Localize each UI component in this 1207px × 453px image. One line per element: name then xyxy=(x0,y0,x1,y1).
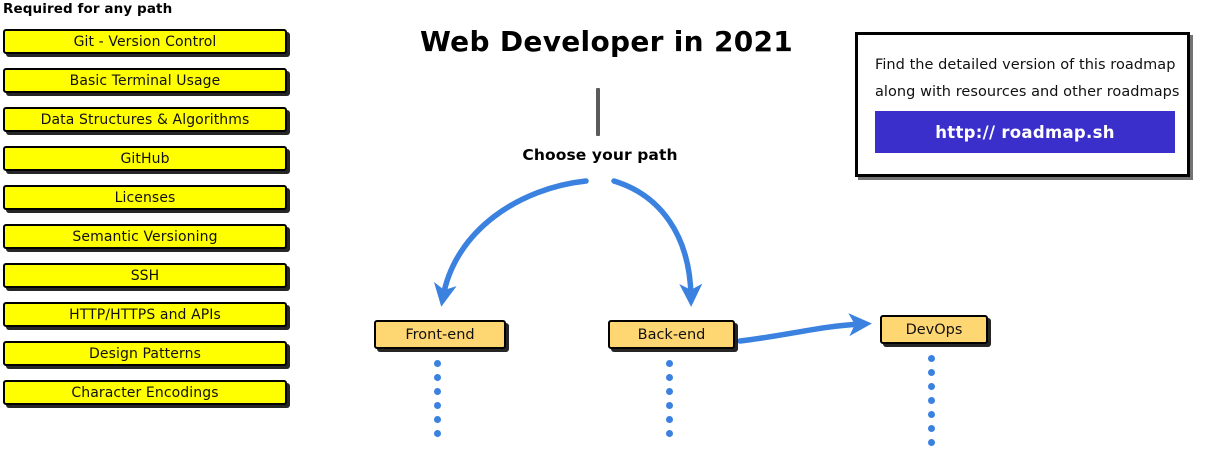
arrow-to-backend xyxy=(611,178,703,307)
promo-text-line-1: Find the detailed version of this roadma… xyxy=(875,57,1176,73)
required-item-label: Licenses xyxy=(114,189,176,206)
roadmap-sh-link-button[interactable]: http:// roadmap.sh xyxy=(875,111,1175,153)
required-item-label: GitHub xyxy=(120,150,170,167)
required-item-label: Semantic Versioning xyxy=(72,228,218,245)
required-column-heading: Required for any path xyxy=(3,1,173,17)
roadmap-promo-card: Find the detailed version of this roadma… xyxy=(855,32,1190,177)
arrow-to-frontend xyxy=(433,178,589,307)
required-item-label: Data Structures & Algorithms xyxy=(40,111,250,128)
branch-label: DevOps xyxy=(905,321,963,338)
required-item-git[interactable]: Git - Version Control xyxy=(3,29,287,54)
required-item-licenses[interactable]: Licenses xyxy=(3,185,287,210)
branch-box-back-end[interactable]: Back-end xyxy=(608,320,735,349)
required-item-http-https-apis[interactable]: HTTP/HTTPS and APIs xyxy=(3,302,287,327)
roadmap-sh-link-label: http:// roadmap.sh xyxy=(935,122,1115,142)
required-item-character-encodings[interactable]: Character Encodings xyxy=(3,380,287,405)
required-item-label: Design Patterns xyxy=(89,345,201,362)
required-item-ssh[interactable]: SSH xyxy=(3,263,287,288)
required-item-semantic-versioning[interactable]: Semantic Versioning xyxy=(3,224,287,249)
dotted-continuation-front-end xyxy=(434,360,441,444)
promo-text-line-2: along with resources and other roadmaps xyxy=(875,84,1180,100)
required-item-label: Basic Terminal Usage xyxy=(69,72,221,89)
required-item-label: SSH xyxy=(130,267,160,284)
branch-label: Front-end xyxy=(405,326,475,343)
dotted-continuation-back-end xyxy=(666,360,673,444)
branch-label: Back-end xyxy=(637,326,706,343)
arrow-backend-to-devops xyxy=(737,313,872,344)
required-item-basic-terminal-usage[interactable]: Basic Terminal Usage xyxy=(3,68,287,93)
required-skills-column: Required for any path Git - Version Cont… xyxy=(0,0,300,436)
required-item-data-structures-algorithms[interactable]: Data Structures & Algorithms xyxy=(3,107,287,132)
page-title: Web Developer in 2021 xyxy=(420,25,794,58)
roadmap-canvas: Required for any path Git - Version Cont… xyxy=(0,0,1190,446)
required-item-design-patterns[interactable]: Design Patterns xyxy=(3,341,287,366)
required-item-label: HTTP/HTTPS and APIs xyxy=(69,306,221,323)
dotted-continuation-devops xyxy=(928,355,935,453)
branch-box-devops[interactable]: DevOps xyxy=(880,315,988,344)
choose-your-path-label: Choose your path xyxy=(522,146,678,164)
required-item-label: Git - Version Control xyxy=(73,33,217,50)
required-item-github[interactable]: GitHub xyxy=(3,146,287,171)
title-stem-connector xyxy=(596,88,600,136)
branch-box-front-end[interactable]: Front-end xyxy=(374,320,506,349)
required-item-label: Character Encodings xyxy=(71,384,219,401)
